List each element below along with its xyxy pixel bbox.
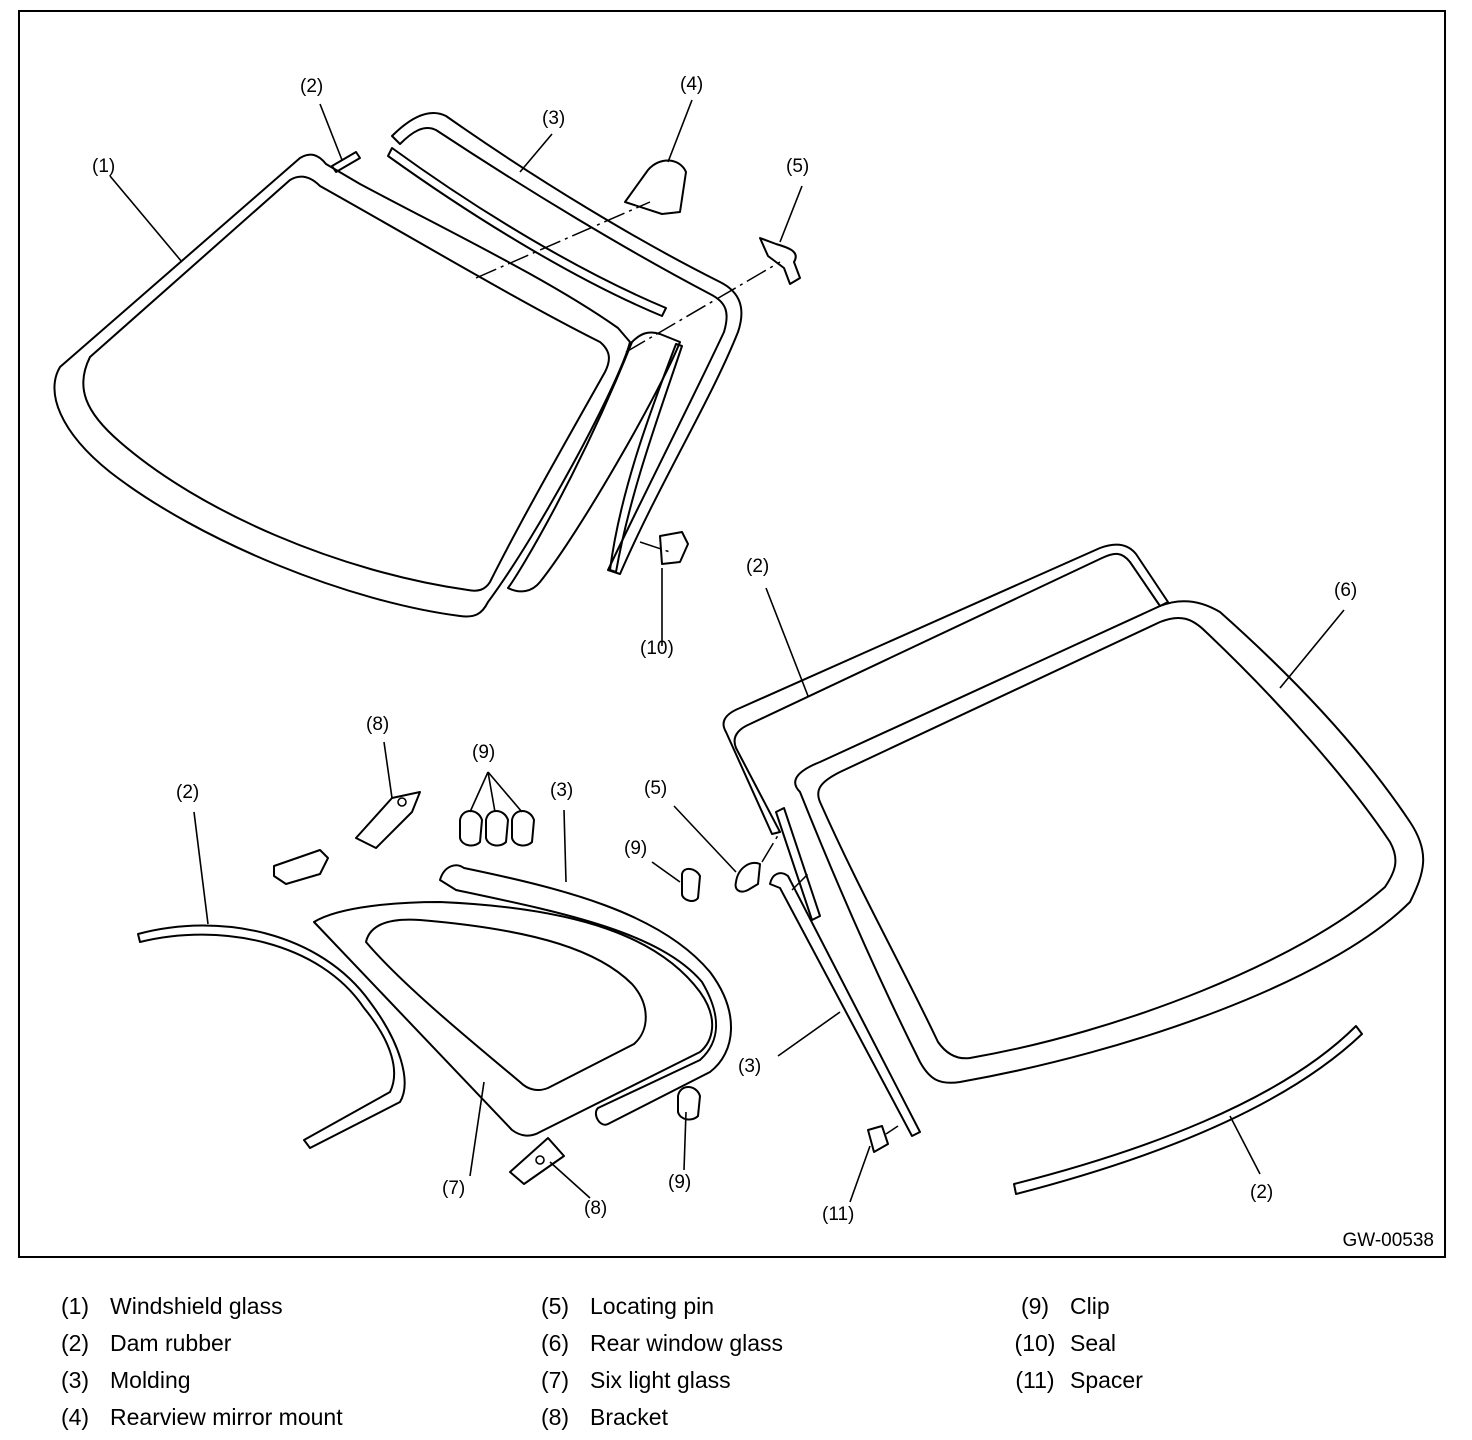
callout-3-right: (3)	[738, 1056, 761, 1077]
centerline-molding-right	[791, 871, 811, 891]
dam-rubber-lower-right	[1013, 1025, 1363, 1195]
six-light-glass	[313, 901, 714, 1137]
callout-5-top: (5)	[786, 156, 809, 177]
parts-legend: (1) Windshield glass (2) Dam rubber (3) Mol…	[40, 1288, 1440, 1430]
callout-2-bottom: (2)	[1250, 1182, 1273, 1203]
legend-num: (10)	[1014, 1330, 1056, 1356]
legend-name: Six light glass	[590, 1367, 731, 1393]
callout-3-lower: (3)	[550, 780, 573, 801]
rear-window-glass	[722, 543, 1425, 1084]
legend-num: (4)	[60, 1404, 90, 1430]
bracket-lower	[509, 1137, 565, 1185]
legend-name: Dam rubber	[110, 1330, 232, 1356]
dam-rubber-top-strip	[331, 151, 361, 173]
legend-num: (9)	[1020, 1293, 1050, 1319]
bracket-lower-hole	[535, 1155, 545, 1165]
centerline-mirror	[475, 201, 651, 279]
callout-2-right: (2)	[746, 556, 769, 577]
locating-pin-top	[759, 237, 801, 285]
callout-6: (6)	[1334, 580, 1357, 601]
clip-group	[459, 810, 535, 847]
exploded-parts-diagram: (1) (2) (3) (4) (5) (6) (2) (10) (8) (9)…	[53, 74, 1425, 1225]
bracket-upper-hole	[397, 797, 407, 807]
callout-2-left: (2)	[176, 782, 199, 803]
callout-10: (10)	[640, 638, 674, 659]
legend-num: (8)	[540, 1404, 570, 1430]
callout-4: (4)	[680, 74, 703, 95]
callout-8-lower: (8)	[584, 1198, 607, 1219]
legend-num: (7)	[540, 1367, 570, 1393]
callout-9-middle: (9)	[624, 838, 647, 859]
clip-middle	[681, 868, 701, 902]
centerline-locating-pin-right	[761, 831, 781, 863]
legend-name: Molding	[110, 1367, 191, 1393]
molding-lower	[439, 864, 732, 1126]
centerline-spacer	[885, 1125, 899, 1135]
callout-5-right: (5)	[644, 778, 667, 799]
seal	[659, 531, 689, 565]
legend-name: Spacer	[1070, 1367, 1143, 1393]
callout-7: (7)	[442, 1178, 465, 1199]
callout-3-top: (3)	[542, 108, 565, 129]
rearview-mirror-mount	[624, 159, 687, 215]
legend-num: (3)	[60, 1367, 90, 1393]
callout-9-lower: (9)	[668, 1172, 691, 1193]
diagram-frame: (1) (2) (3) (4) (5) (6) (2) (10) (8) (9)…	[18, 10, 1446, 1258]
figure-id: GW-00538	[1342, 1230, 1434, 1251]
legend-num: (6)	[540, 1330, 570, 1356]
callout-2-top: (2)	[300, 76, 323, 97]
legend-num: (5)	[540, 1293, 570, 1319]
legend-num: (1)	[60, 1293, 90, 1319]
legend-name: Locating pin	[590, 1293, 715, 1319]
centerline-seal	[639, 541, 671, 553]
spacer	[867, 1125, 889, 1153]
locating-pin-right	[734, 862, 761, 893]
bracket-block-left	[273, 849, 329, 885]
legend-num: (11)	[1015, 1367, 1055, 1393]
legend-name: Clip	[1070, 1293, 1110, 1319]
clip-lower	[677, 1086, 701, 1121]
legend-name: Rear window glass	[590, 1330, 784, 1356]
molding-right	[769, 872, 921, 1137]
legend-num: (2)	[60, 1330, 90, 1356]
leader-lines	[109, 99, 1345, 1203]
callout-8-upper: (8)	[366, 714, 389, 735]
callout-9-group: (9)	[472, 742, 495, 763]
dam-rubber-lower-left	[137, 924, 406, 1149]
legend-name: Bracket	[590, 1404, 668, 1430]
callout-1: (1)	[92, 156, 115, 177]
centerline-pin	[625, 261, 781, 353]
windshield-glass	[53, 153, 681, 618]
legend-name: Windshield glass	[110, 1293, 283, 1319]
callout-11: (11)	[822, 1204, 854, 1225]
bracket-upper	[355, 791, 421, 849]
legend-name: Seal	[1070, 1330, 1117, 1356]
legend-name: Rearview mirror mount	[110, 1404, 343, 1430]
molding-top	[387, 111, 743, 575]
